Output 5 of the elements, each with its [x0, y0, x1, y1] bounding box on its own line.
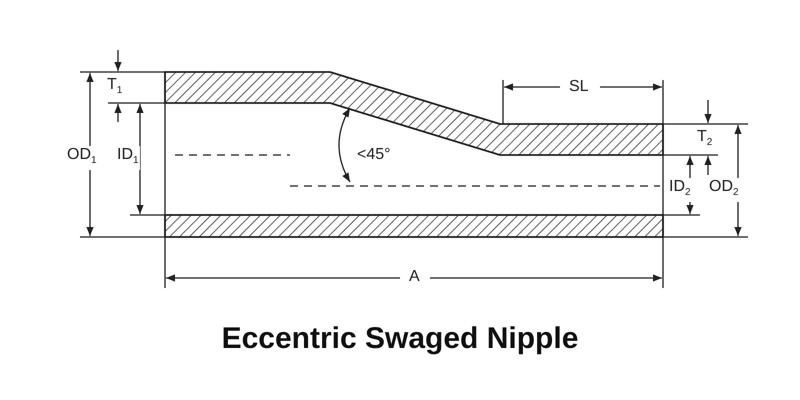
dimension-label: OD$_{1}$ — [66, 146, 98, 170]
dimension-label: ID$_{2}$ — [668, 178, 692, 202]
dimension-label: OD$_{2}$ — [708, 178, 740, 202]
caption: Eccentric Swaged Nipple — [220, 322, 580, 356]
dimension-label: ID$_{1}$ — [116, 146, 140, 170]
